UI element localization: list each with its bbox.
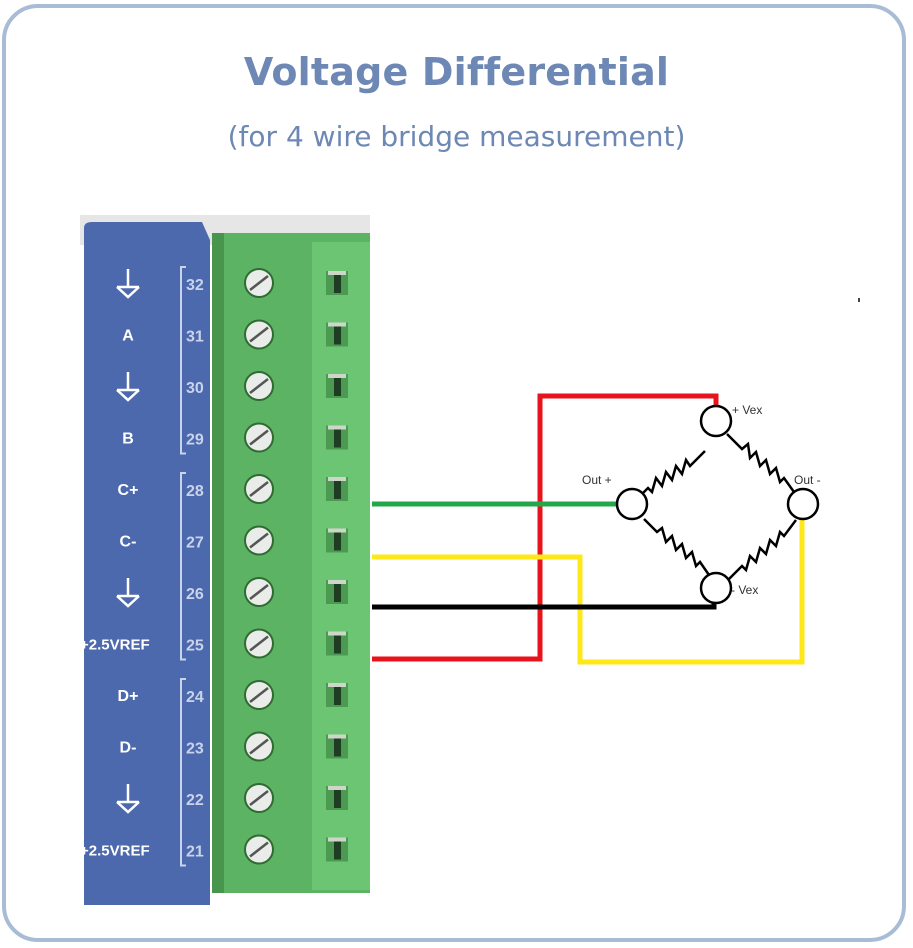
- screw-icon: [244, 731, 274, 762]
- terminal-row-22: 22: [116, 783, 348, 814]
- terminal-row-27: C- 27: [120, 525, 348, 556]
- wire-clamp: [326, 374, 348, 398]
- terminal-row-28: C+ 28: [118, 474, 348, 504]
- wheatstone-bridge: + Vex Out + Out - - Vex: [582, 403, 821, 605]
- group-bracket: [180, 266, 186, 455]
- terminal-row-32: 32: [116, 268, 348, 299]
- label-out-plus: Out +: [582, 473, 612, 487]
- terminal-number: 30: [186, 380, 204, 397]
- terminal-row-24: D+ 24: [118, 680, 348, 710]
- screw-icon: [244, 371, 274, 401]
- wire-clamp: [326, 425, 348, 450]
- terminal-label: +2.5VREF: [80, 637, 150, 654]
- terminal-rows: 32A 31 30B 29C+ 28C- 27 26 +2.5VREF 25D+ 24D- 23 22…: [80, 268, 348, 865]
- terminal-block-rail: [312, 242, 370, 890]
- wire-clamp: [326, 683, 348, 707]
- wire-clamp: [326, 786, 348, 810]
- screw-icon: [244, 319, 274, 350]
- resistor-top-right: [726, 433, 796, 493]
- terminal-row-29: B 29: [122, 422, 348, 453]
- terminal-row-31: A 31: [122, 319, 348, 350]
- resistor-top-left: [631, 450, 706, 505]
- terminal-label: +2.5VREF: [80, 843, 150, 860]
- ground-icon: [116, 578, 140, 608]
- terminal-row-26: 26: [116, 577, 348, 608]
- yellow-wire: [372, 520, 805, 665]
- group-bracket: [180, 678, 186, 867]
- terminal-number: 21: [186, 844, 204, 861]
- terminal-group-brackets: [180, 266, 186, 867]
- screw-icon: [244, 474, 274, 504]
- label-out-minus: Out -: [794, 473, 821, 487]
- red-wire: [372, 393, 719, 662]
- screw-icon: [244, 628, 274, 659]
- terminal-number: 27: [186, 535, 204, 552]
- screw-icon: [244, 525, 274, 556]
- ground-icon: [116, 784, 140, 814]
- wire-clamp: [326, 477, 348, 501]
- terminal-row-23: D- 23: [120, 731, 348, 762]
- screw-icon: [244, 783, 274, 813]
- screw-icon: [244, 680, 274, 710]
- terminal-label: D+: [118, 688, 139, 705]
- terminal-label: C-: [120, 534, 137, 551]
- terminal-label: D-: [120, 740, 137, 757]
- terminal-block-edge: [212, 233, 224, 893]
- screw-icon: [244, 268, 274, 298]
- terminal-number: 29: [186, 432, 204, 449]
- screw-icon: [244, 834, 274, 865]
- black-wire: [372, 600, 717, 610]
- terminal-row-30: 30: [116, 371, 348, 402]
- node-vex-plus: [699, 404, 733, 438]
- terminal-number: 22: [186, 792, 204, 809]
- wire-clamp: [326, 271, 348, 295]
- terminal-number: 25: [186, 638, 204, 655]
- label-panel: [84, 222, 210, 905]
- diagram-title: Voltage Differential: [243, 50, 670, 94]
- terminal-number: 32: [186, 277, 204, 294]
- wire-clamp: [326, 580, 348, 604]
- diagram-subtitle: (for 4 wire bridge measurement): [227, 120, 686, 153]
- resistor-bottom-left: [643, 518, 711, 576]
- screw-icon: [244, 422, 274, 453]
- terminal-label: A: [122, 328, 134, 345]
- terminal-row-21: +2.5VREF 21: [80, 834, 348, 865]
- wire-clamp: [326, 528, 348, 553]
- terminal-number: 24: [186, 689, 204, 706]
- label-vex-plus: + Vex: [732, 403, 762, 417]
- terminal-number: 31: [186, 329, 204, 346]
- ground-icon: [116, 372, 140, 402]
- terminal-row-25: +2.5VREF 25: [80, 628, 348, 659]
- terminal-label: C+: [118, 482, 139, 499]
- terminal-label: B: [122, 431, 134, 448]
- node-out-minus: [786, 487, 820, 521]
- ground-icon: [116, 269, 140, 299]
- stray-dot: [858, 298, 860, 302]
- wire-clamp: [326, 734, 348, 759]
- wire-clamp: [326, 322, 348, 347]
- wires: [372, 393, 805, 665]
- wire-clamp: [326, 837, 348, 862]
- terminal-number: 26: [186, 586, 204, 603]
- terminal-number: 23: [186, 741, 204, 758]
- node-out-plus: [615, 487, 649, 521]
- resistor-bottom-right: [728, 519, 797, 580]
- wire-clamp: [326, 631, 348, 656]
- group-bracket: [180, 472, 186, 661]
- node-vex-minus: [699, 571, 733, 605]
- terminal-number: 28: [186, 483, 204, 500]
- label-vex-minus: - Vex: [731, 583, 758, 597]
- screw-icon: [244, 577, 274, 607]
